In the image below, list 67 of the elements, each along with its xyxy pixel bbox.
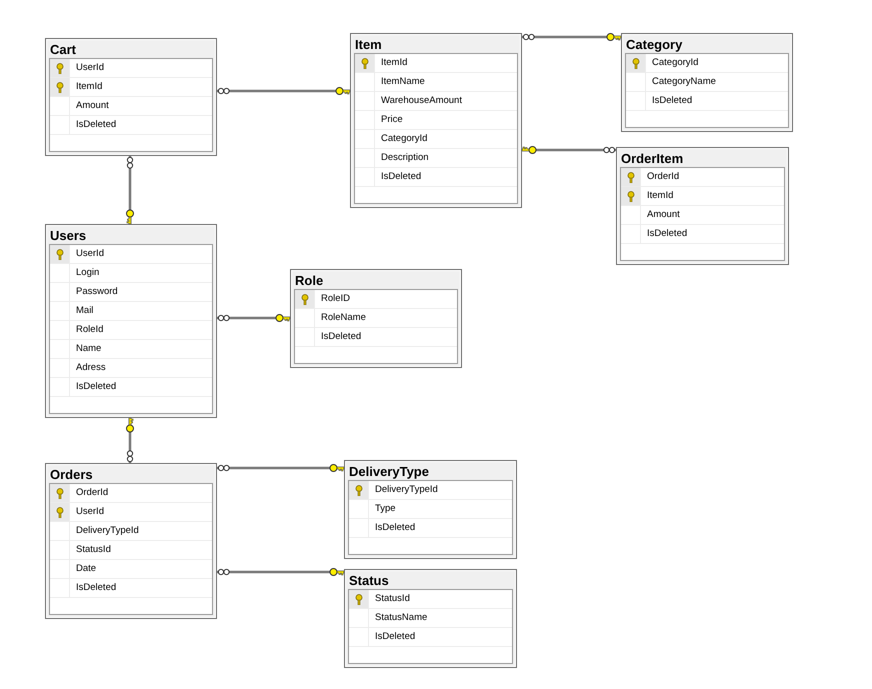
table-name: OrderItem [620, 150, 684, 167]
relationship-line [522, 146, 616, 154]
column-name: Name [75, 342, 102, 356]
column-name: RoleId [75, 323, 104, 337]
table-box [344, 569, 517, 668]
column-name: DeliveryTypeId [374, 483, 438, 497]
column-name: ItemName [380, 75, 425, 89]
column-name: CategoryId [380, 132, 428, 146]
table-name: DeliveryType [348, 463, 430, 480]
column-name: Type [374, 502, 396, 516]
table-name: Orders [49, 466, 94, 483]
column-name: IsDeleted [651, 94, 692, 108]
relationship-line [217, 464, 344, 472]
column-name: CategoryId [651, 56, 698, 70]
column-name: OrderId [646, 170, 680, 184]
table-name: Status [348, 572, 390, 589]
column-name: ItemId [75, 80, 102, 94]
column-name: RoleName [320, 311, 366, 325]
column-name: OrderId [75, 486, 108, 500]
table-box [45, 224, 217, 418]
column-name: IsDeleted [75, 581, 116, 595]
relationship-line [126, 156, 134, 224]
relationship-line [217, 87, 350, 95]
column-name: IsDeleted [75, 118, 116, 132]
column-name: IsDeleted [374, 630, 416, 644]
relationship-line [217, 568, 344, 576]
table-box [45, 38, 217, 156]
column-name: StatusName [374, 611, 428, 625]
column-name: IsDeleted [320, 330, 362, 344]
column-name: ItemId [646, 189, 674, 203]
column-name: UserId [75, 247, 104, 261]
table-box [621, 33, 793, 132]
relationship-line [126, 418, 134, 463]
table-box [616, 147, 789, 265]
column-name: UserId [75, 505, 104, 519]
table-box [290, 269, 462, 368]
table-name: Item [354, 36, 383, 53]
table-name: Category [625, 36, 684, 53]
table-box [45, 463, 217, 619]
column-name: Amount [646, 208, 680, 222]
column-name: Login [75, 266, 100, 280]
column-name: RoleID [320, 292, 350, 306]
relationship-line [522, 33, 622, 41]
table-name: Cart [49, 41, 78, 58]
column-name: StatusId [75, 543, 111, 557]
column-name: IsDeleted [75, 380, 116, 394]
table-name: Role [294, 272, 324, 289]
column-name: Adress [75, 361, 106, 375]
column-name: Price [380, 113, 403, 127]
column-name: Mail [75, 304, 94, 318]
column-name: Password [75, 285, 118, 299]
column-name: CategoryName [651, 75, 716, 89]
table-name: Users [49, 227, 88, 244]
relationship-line [217, 314, 290, 322]
table-box [350, 33, 522, 208]
column-name: WarehouseAmount [380, 94, 462, 108]
column-name: UserId [75, 61, 104, 75]
column-name: Description [380, 151, 429, 165]
column-name: Date [75, 562, 96, 576]
column-name: IsDeleted [646, 227, 688, 241]
column-name: IsDeleted [380, 170, 422, 184]
column-name: Amount [75, 99, 109, 113]
column-name: StatusId [374, 592, 410, 606]
column-name: IsDeleted [374, 521, 416, 535]
column-name: DeliveryTypeId [75, 524, 139, 538]
column-name: ItemId [380, 56, 408, 70]
table-box [344, 460, 517, 559]
